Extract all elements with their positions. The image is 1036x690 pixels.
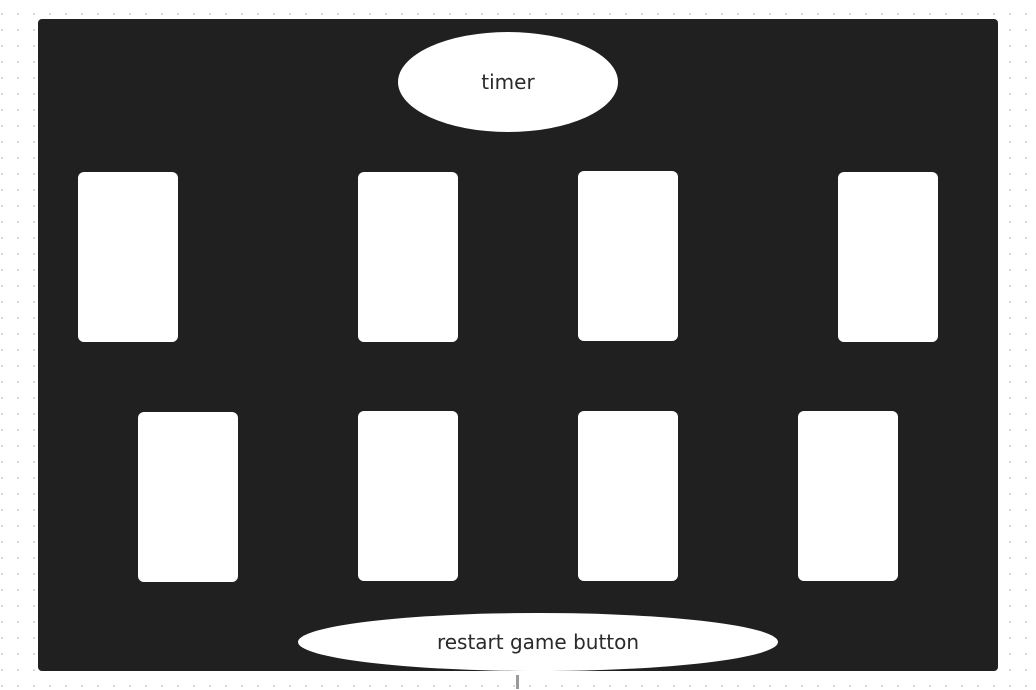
timer-display: timer bbox=[398, 32, 618, 132]
restart-game-button[interactable]: restart game button bbox=[298, 613, 778, 671]
memory-card[interactable] bbox=[578, 171, 678, 341]
memory-card[interactable] bbox=[798, 411, 898, 581]
game-board: timer restart game button bbox=[38, 19, 998, 671]
memory-card[interactable] bbox=[138, 412, 238, 582]
timer-label: timer bbox=[481, 70, 535, 94]
memory-card[interactable] bbox=[358, 172, 458, 342]
memory-card[interactable] bbox=[358, 411, 458, 581]
memory-card[interactable] bbox=[578, 411, 678, 581]
restart-button-label: restart game button bbox=[436, 630, 640, 654]
memory-card[interactable] bbox=[78, 172, 178, 342]
memory-card[interactable] bbox=[838, 172, 938, 342]
connector-line bbox=[516, 675, 519, 689]
